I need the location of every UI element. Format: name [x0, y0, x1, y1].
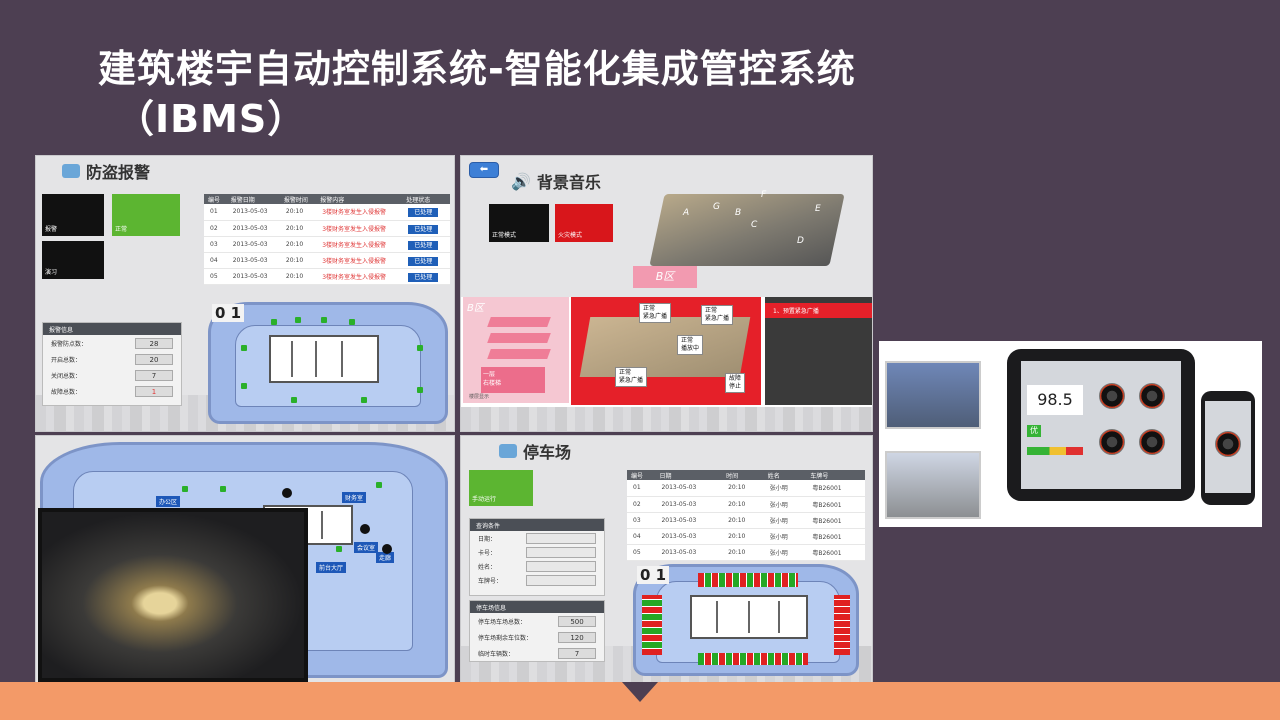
- zone-c-label[interactable]: C: [751, 220, 758, 230]
- camera-icon[interactable]: [360, 524, 370, 534]
- speaker-status-2[interactable]: 正常紧急广播: [701, 305, 734, 325]
- camera-label-1[interactable]: 办公区: [156, 496, 181, 507]
- broadcast-list-item[interactable]: 1、预置紧急广播: [765, 303, 872, 318]
- gauge-icon: [1139, 383, 1165, 409]
- parking-floor-plan: [633, 564, 859, 676]
- zone-tag[interactable]: B区: [633, 266, 697, 288]
- info-row: 报警防点数：28: [43, 335, 181, 351]
- speaker-status-3[interactable]: 正常播放中: [677, 335, 704, 355]
- card-field[interactable]: [526, 546, 596, 558]
- speaker-status-4[interactable]: 正常紧急广播: [615, 367, 648, 387]
- info-row: 开启总数：20: [43, 351, 181, 367]
- gauge-icon: [1099, 383, 1125, 409]
- building-section-image: [885, 361, 981, 429]
- zone-f-label[interactable]: F: [761, 190, 767, 200]
- tablet-device: 98.5 优: [1007, 349, 1195, 501]
- security-panel-title: 防盗报警: [62, 159, 150, 183]
- cctv-panel: 办公区 财务室 会议室 前台大厅 走廊: [35, 435, 455, 683]
- background-music-panel: ⬅ 🔊 背景音乐 正常模式 火灾模式 A G B F C E D B区 B区 一…: [460, 155, 873, 432]
- normal-mode-tile[interactable]: 正常模式: [489, 204, 549, 242]
- query-row: 姓名：: [470, 559, 604, 573]
- gauge-icon: [1215, 431, 1241, 457]
- stack-note: 一层 右楼梯: [481, 367, 545, 393]
- zone-e-label[interactable]: E: [815, 204, 821, 214]
- status-badge: 优: [1027, 425, 1041, 437]
- info-row: 故障总数：1: [43, 383, 181, 399]
- camera-video-feed[interactable]: [38, 508, 308, 682]
- query-row: 车牌号：: [470, 573, 604, 587]
- floor-plan: [208, 302, 448, 424]
- zone-bar-left: B区 一层 右楼梯 楼层显示: [463, 297, 569, 403]
- table-header-row: 编号 报警日期 报警时间 报警内容 处理状态: [204, 194, 450, 204]
- camera-icon[interactable]: [282, 488, 292, 498]
- fire-mode-tile[interactable]: 火灾模式: [555, 204, 613, 242]
- down-arrow-icon: [622, 682, 658, 702]
- sensor-reading: 98.5: [1027, 385, 1083, 415]
- title-line-2: （IBMS）: [116, 97, 307, 141]
- camera-label-5[interactable]: 走廊: [376, 552, 395, 563]
- floor-number: 0 1: [637, 566, 670, 584]
- info-row: 临时车辆数：7: [470, 645, 604, 661]
- date-field[interactable]: [526, 532, 596, 544]
- zone-a-label[interactable]: A: [683, 208, 690, 218]
- speaker-icon: 🔊: [511, 171, 531, 191]
- info-row: 停车场剩余车位数：120: [470, 629, 604, 645]
- alarm-mode-tile[interactable]: 报警: [42, 194, 104, 236]
- building-exterior-image: [885, 451, 981, 519]
- table-header-row: 编号日期时间姓名车牌号: [627, 470, 865, 480]
- manual-run-button[interactable]: 手动运行: [469, 470, 533, 506]
- parking-info-box: 停车场信息 停车场车场总数：500 停车场剩余车位数：120 临时车辆数：7: [469, 600, 605, 662]
- back-button[interactable]: ⬅: [469, 162, 499, 178]
- zone-g-label[interactable]: G: [713, 202, 720, 212]
- zone-b-label[interactable]: B: [735, 208, 742, 218]
- speaker-status-5[interactable]: 故障停止: [725, 373, 746, 393]
- camera-label-4[interactable]: 前台大厅: [316, 562, 347, 573]
- query-row: 卡号：: [470, 545, 604, 559]
- camera-label-2[interactable]: 财务室: [342, 492, 367, 503]
- shield-icon: [62, 164, 80, 178]
- drill-mode-tile[interactable]: 演习: [42, 241, 104, 279]
- broadcast-list: 1、预置紧急广播: [765, 297, 872, 405]
- camera-label-3[interactable]: 会议室: [354, 542, 379, 553]
- info-row: 关闭总数：7: [43, 367, 181, 383]
- zone-d-label[interactable]: D: [797, 236, 804, 246]
- gauge-icon: [1099, 429, 1125, 455]
- query-row: 日期：: [470, 531, 604, 545]
- name-field[interactable]: [526, 560, 596, 572]
- camera-icon[interactable]: [382, 544, 392, 554]
- plate-field[interactable]: [526, 574, 596, 586]
- car-icon: [499, 444, 517, 458]
- info-row: 停车场车场总数：500: [470, 613, 604, 629]
- gauge-icon: [1139, 429, 1165, 455]
- parking-panel: 停车场 手动运行 查询条件 日期： 卡号： 姓名： 车牌号： 编号日期时间姓名车…: [460, 435, 873, 683]
- phone-device: [1201, 391, 1255, 505]
- query-box: 查询条件 日期： 卡号： 姓名： 车牌号：: [469, 518, 605, 596]
- slide-title: 建筑楼宇自动控制系统-智能化集成管控系统 （IBMS）: [98, 44, 856, 144]
- title-line-1: 建筑楼宇自动控制系统-智能化集成管控系统: [98, 47, 856, 91]
- speaker-status-1[interactable]: 正常紧急广播: [639, 303, 672, 323]
- mobile-devices-panel: 98.5 优: [879, 341, 1262, 527]
- music-panel-title: 🔊 背景音乐: [511, 171, 601, 193]
- normal-mode-tile[interactable]: 正常: [112, 194, 180, 236]
- alarm-info-box: 报警信息 报警防点数：28 开启总数：20 关闭总数：7 故障总数：1: [42, 322, 182, 406]
- floor-number: 0 1: [212, 304, 245, 322]
- zone-bar: B区 一层 右楼梯 楼层显示 正常紧急广播 正常紧急广播 正常播放中 正常紧急广…: [461, 297, 872, 407]
- parking-panel-title: 停车场: [499, 439, 571, 463]
- level-bar: [1027, 447, 1083, 455]
